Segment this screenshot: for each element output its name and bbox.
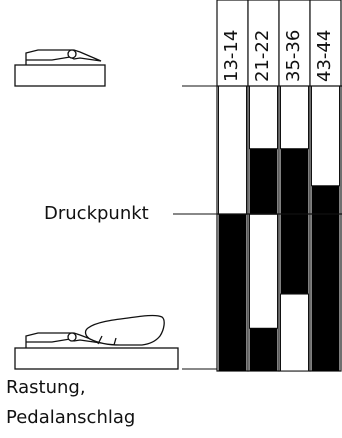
pedal-released-icon bbox=[14, 49, 106, 87]
column-header-3: 35-36 bbox=[283, 29, 304, 82]
pedal-pressed-icon bbox=[14, 314, 179, 370]
druckpunkt-label: Druckpunkt bbox=[44, 203, 149, 224]
column-1-segment-1 bbox=[218, 85, 247, 215]
column-4-segment-2 bbox=[311, 185, 340, 371]
pedalanschlag-label: Pedalanschlag bbox=[6, 407, 136, 428]
column-3-segment-3 bbox=[280, 293, 309, 372]
column-header-4: 43-44 bbox=[314, 29, 335, 82]
column-2-segment-2 bbox=[249, 148, 278, 215]
column-header-2: 21-22 bbox=[252, 29, 273, 82]
column-1-segment-2 bbox=[218, 214, 247, 371]
column-4-segment-1 bbox=[311, 85, 340, 187]
column-header-1: 13-14 bbox=[221, 29, 242, 82]
column-3-segment-2 bbox=[280, 148, 309, 295]
column-2-segment-4 bbox=[249, 328, 278, 371]
column-2-segment-3 bbox=[249, 213, 278, 329]
column-3-segment-1 bbox=[280, 85, 309, 150]
contact-columns bbox=[216, 0, 342, 372]
rastung-label: Rastung, bbox=[6, 377, 86, 398]
column-2-segment-1 bbox=[249, 85, 278, 150]
